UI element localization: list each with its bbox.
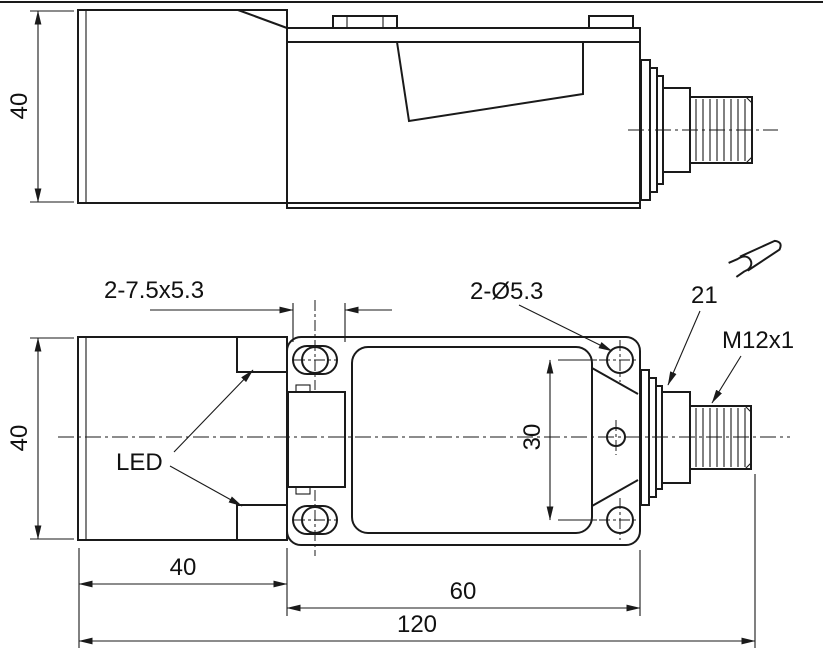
endcap-edge (591, 479, 639, 507)
head-chamfer-line (237, 9, 288, 29)
led-window-bottom (236, 504, 287, 540)
wrench-icon (728, 239, 782, 278)
coupling-tab (295, 384, 311, 393)
dim-side-height: 40 (6, 10, 74, 203)
dim-total-length-value: 120 (397, 611, 437, 638)
wrench-flats-label: 21 (691, 282, 718, 309)
dim-body-length: 60 (286, 550, 641, 616)
side-view (77, 9, 778, 209)
terminal-block (588, 15, 634, 29)
dim-body-length-value: 60 (450, 578, 477, 605)
thread-chamfer (744, 462, 752, 470)
dim-wrench-flats: 21 (667, 282, 718, 386)
dim-head-width-value: 40 (170, 554, 197, 581)
sensor-head-side (77, 9, 288, 204)
head-coupling (287, 391, 346, 488)
endcap-edge (591, 367, 639, 395)
dim-hole-spacing: 30 (519, 359, 597, 521)
sensor-body-side (286, 27, 641, 209)
hole-spec-label: 2-Ø5.3 (470, 278, 543, 305)
thread-spec-label: M12x1 (722, 327, 794, 354)
thread-chamfer (745, 96, 753, 104)
cover-wedge (395, 41, 584, 123)
dim-hole-spec: 2-Ø5.3 (470, 278, 613, 352)
sensor-head-plan (77, 336, 288, 541)
clamp-block (332, 15, 398, 29)
sensor-body-plan (286, 336, 641, 546)
plan-view (77, 336, 752, 546)
led-window-top (236, 337, 287, 373)
dim-head-width: 40 (78, 548, 288, 648)
dim-thread-spec: M12x1 (711, 327, 794, 404)
thread-chamfer (744, 405, 752, 413)
coupling-tab (295, 486, 311, 495)
dim-hole-spacing-value: 30 (519, 424, 546, 451)
dim-slot-spec: 2-7.5x5.3 (104, 277, 392, 342)
slot-spec-label: 2-7.5x5.3 (104, 277, 204, 304)
led-label: LED (116, 449, 163, 476)
cover-outline (351, 346, 593, 534)
led-callout: LED (116, 369, 254, 507)
dim-plan-height: 40 (6, 337, 74, 540)
dim-plan-height-value: 40 (6, 425, 33, 452)
dim-side-height-value: 40 (6, 93, 33, 120)
thread-chamfer (745, 156, 753, 164)
dim-total-length: 120 (78, 474, 756, 648)
plan-centerlines (58, 300, 790, 556)
